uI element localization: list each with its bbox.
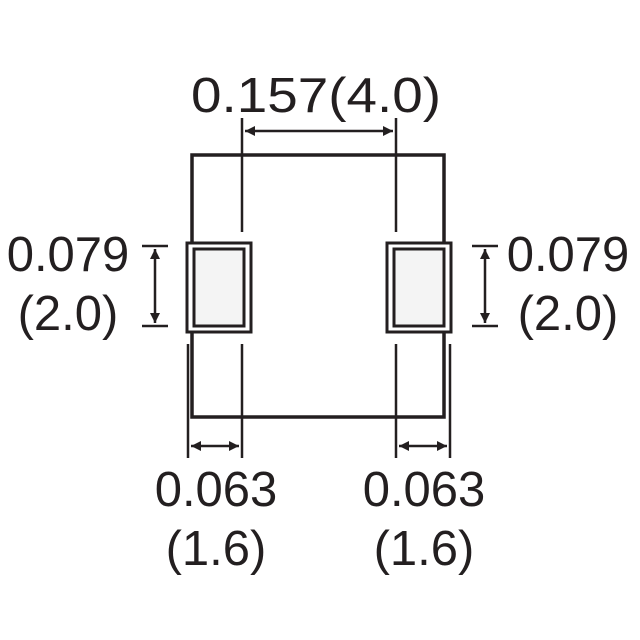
left-terminal xyxy=(185,241,253,334)
label-left-pad-width-inch: 0.063 xyxy=(155,463,278,517)
label-right-pad-height-inch: 0.079 xyxy=(507,228,630,282)
label-left-pad-height-mm: (2.0) xyxy=(18,287,119,341)
label-right-pad-width-inch: 0.063 xyxy=(363,463,486,517)
label-body-width: 0.157(4.0) xyxy=(191,69,441,123)
label-right-pad-height-mm: (2.0) xyxy=(518,287,619,341)
right-terminal xyxy=(385,241,453,334)
left-pad-inner xyxy=(192,247,246,328)
label-left-pad-height-inch: 0.079 xyxy=(7,228,130,282)
label-left-pad-width-mm: (1.6) xyxy=(166,522,267,576)
label-right-pad-width-mm: (1.6) xyxy=(374,522,475,576)
right-pad-inner xyxy=(392,247,446,328)
